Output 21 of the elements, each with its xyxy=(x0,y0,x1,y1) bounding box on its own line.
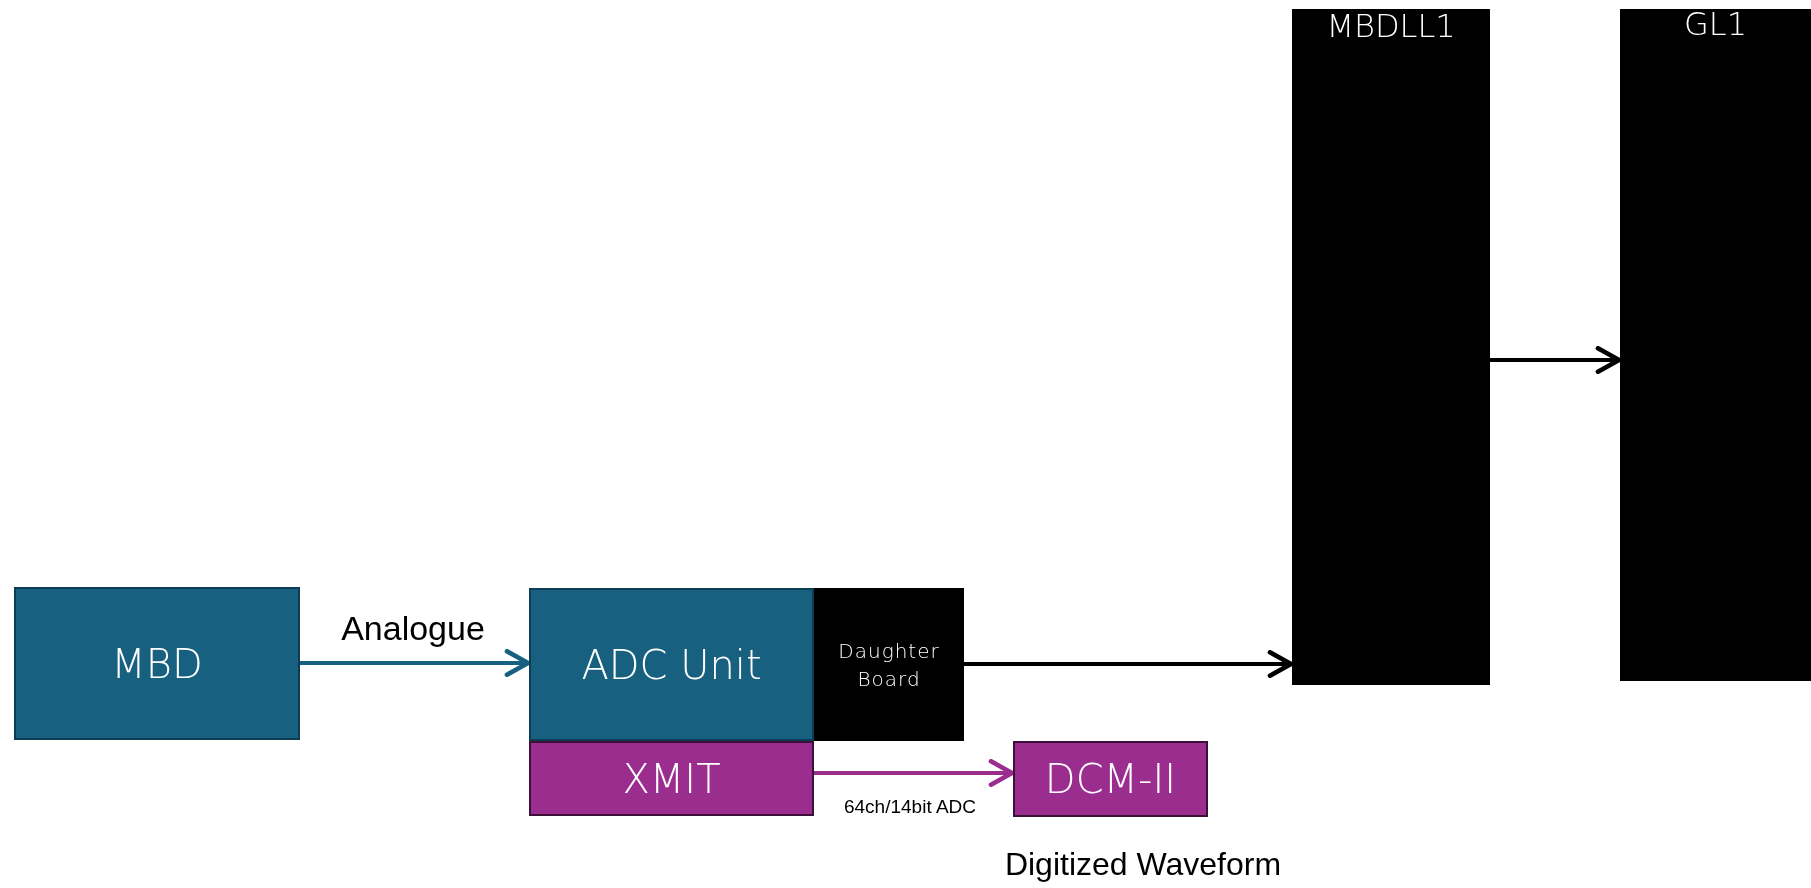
block-box xyxy=(14,587,300,740)
box-label: DCM-II xyxy=(1044,757,1177,801)
edge-label: 64ch/14bit ADC xyxy=(844,796,976,818)
box-label: MBDLL1 xyxy=(1326,9,1456,45)
edge-label: Analogue xyxy=(341,608,485,648)
box-label: XMIT xyxy=(622,756,721,801)
block-box xyxy=(1292,9,1490,685)
box-label: ADC Unit xyxy=(581,642,762,687)
arrow xyxy=(1490,346,1622,374)
box-label: MBD xyxy=(111,641,203,686)
block-box xyxy=(529,588,814,741)
block-box xyxy=(529,741,814,816)
box-label: Daughter Board xyxy=(837,637,941,693)
block-box xyxy=(814,588,964,741)
arrow xyxy=(964,650,1294,678)
block-box xyxy=(1013,741,1208,817)
box-label: GL1 xyxy=(1684,7,1747,43)
arrow xyxy=(300,649,531,677)
arrow xyxy=(814,759,1015,787)
note-label: Digitized Waveform xyxy=(1004,845,1282,883)
block-box xyxy=(1620,9,1811,681)
